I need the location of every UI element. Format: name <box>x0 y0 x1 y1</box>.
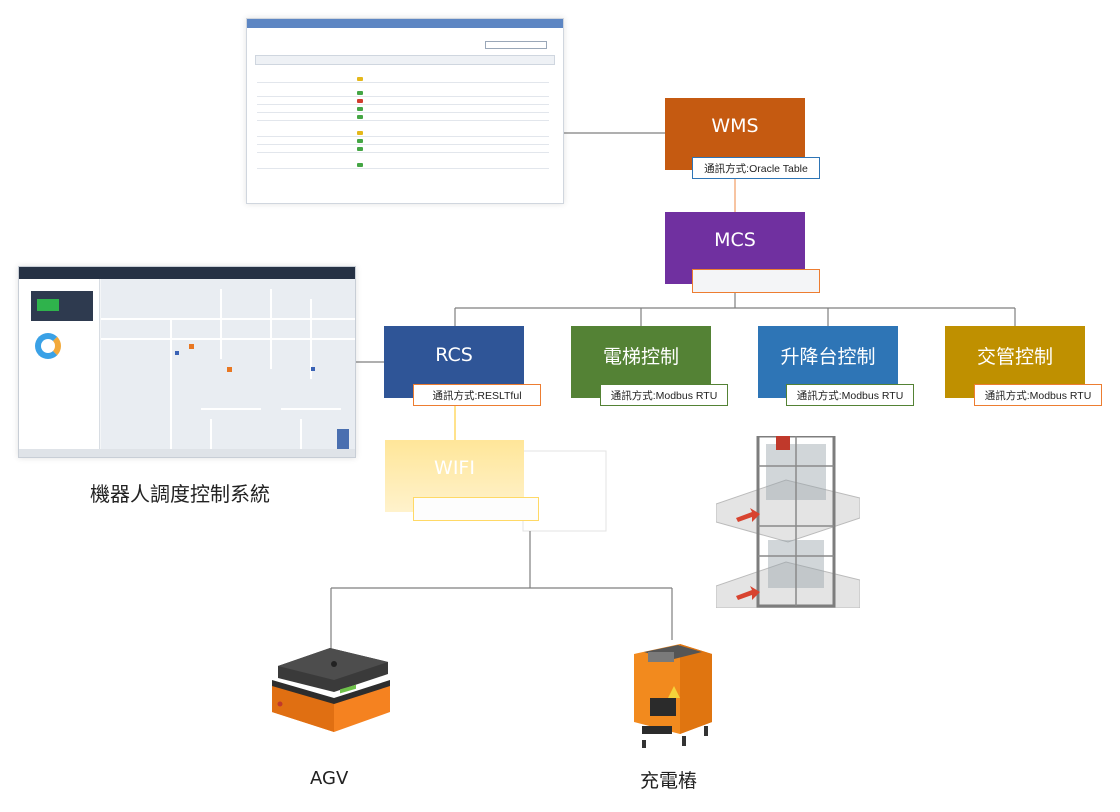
charging-station-image <box>634 644 712 748</box>
wms-screenshot <box>246 18 564 204</box>
wms-row <box>257 77 549 83</box>
agv-caption: AGV <box>310 768 349 789</box>
vertical-lift-image <box>716 436 860 608</box>
wms-button-row <box>255 55 555 65</box>
wms-row <box>257 131 549 137</box>
rcs-statusbar <box>19 449 355 457</box>
wms-filter-select <box>485 41 547 49</box>
traffic-protocol-tag: 通訊方式:Modbus RTU <box>974 384 1102 406</box>
traffic-label: 交管控制 <box>976 345 1053 368</box>
lift-label: 升降台控制 <box>780 345 876 368</box>
rcs-system-caption: 機器人調度控制系統 <box>90 482 270 506</box>
lift-protocol-tag: 通訊方式:Modbus RTU <box>786 384 914 406</box>
wms-row <box>257 91 549 97</box>
charger-caption: 充電樁 <box>640 770 698 792</box>
wms-row <box>257 107 549 113</box>
wms-row <box>257 99 549 105</box>
elevator-label: 電梯控制 <box>602 345 679 368</box>
wms-protocol-tag: 通訊方式:Oracle Table <box>692 157 820 179</box>
wms-label: WMS <box>711 115 759 137</box>
rcs-label: RCS <box>435 344 473 366</box>
wms-row <box>257 115 549 121</box>
map-lines <box>101 289 355 457</box>
wifi-label: WIFI <box>434 457 475 479</box>
mcs-protocol-tag <box>692 269 820 293</box>
battery-icon <box>37 299 59 311</box>
rcs-topbar <box>19 267 355 279</box>
wms-row <box>257 147 549 153</box>
wms-titlebar <box>247 19 563 28</box>
rcs-screenshot <box>18 266 356 458</box>
rcs-map <box>101 279 355 457</box>
wms-row <box>257 139 549 145</box>
elevator-protocol-tag: 通訊方式:Modbus RTU <box>600 384 728 406</box>
mcs-label: MCS <box>714 229 756 251</box>
rcs-protocol-tag: 通訊方式:RESLTful <box>413 384 541 406</box>
donut-chart-icon <box>35 333 61 359</box>
agv-robot-image <box>272 648 390 732</box>
wifi-protocol-tag <box>413 497 539 521</box>
wms-row <box>257 163 549 169</box>
